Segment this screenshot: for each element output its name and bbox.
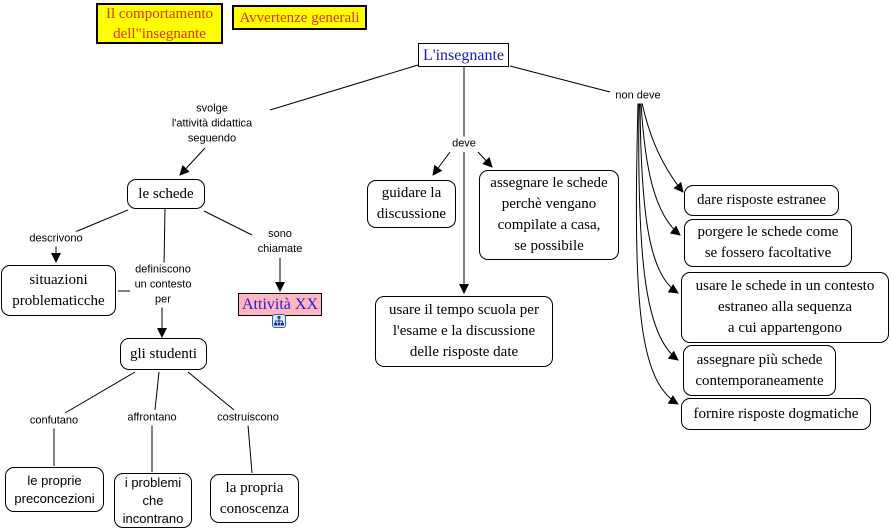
link-line [638, 102, 679, 361]
link-label-deve: deve [451, 136, 477, 152]
concept-non-deve-item[interactable]: porgere le schede come se fossero facolt… [684, 219, 852, 267]
concept-non-deve-item[interactable]: assegnare più schede contemporaneamente [683, 345, 836, 396]
link-line [179, 147, 206, 176]
link-line [477, 151, 493, 168]
link-line [269, 64, 419, 111]
link-label-definiscono: definiscono un contesto per [133, 262, 193, 308]
link-line [203, 210, 253, 236]
concept-la-propria-conoscenza[interactable]: la propria conoscenza [210, 474, 299, 523]
concept-l-insegnante[interactable]: L'insegnante [418, 43, 509, 67]
concept-non-deve-item[interactable]: usare le schede in un contesto estraneo … [681, 272, 889, 343]
link-label-sono-chiamate: sono chiamate [256, 227, 304, 257]
concept-usare-tempo-scuola[interactable]: usare il tempo scuola per l'esame e la d… [375, 296, 553, 367]
link-label-confutano: confutano [28, 413, 80, 429]
link-line [187, 371, 235, 411]
link-line [247, 424, 253, 474]
concept-attivita-xx[interactable]: Attività XX [238, 293, 322, 316]
concept-map-icon[interactable] [272, 314, 286, 328]
link-line [635, 102, 679, 405]
header-link-avvertenze[interactable]: Avvertenze generali [232, 5, 367, 30]
concept-guidare-la-discussione[interactable]: guidare la discussione [367, 180, 456, 228]
link-line [641, 102, 684, 193]
link-line [509, 65, 611, 93]
link-label-svolge: svolge l'attività didattica seguendo [170, 101, 254, 147]
link-label-descrivono: descrivono [28, 231, 84, 247]
header-link-comportamento[interactable]: Il comportamento dell"insegnante [96, 3, 223, 44]
link-line [64, 371, 136, 414]
link-label-costruiscono: costruiscono [216, 410, 280, 426]
link-label-non-deve: non deve [614, 88, 662, 104]
link-line [432, 151, 451, 176]
link-label-affrontano: affrontano [126, 410, 178, 426]
concept-le-schede[interactable]: le schede [127, 179, 205, 209]
concept-non-deve-item[interactable]: dare risposte estranee [684, 185, 839, 216]
link-line [154, 371, 160, 411]
concept-assegnare-schede-casa[interactable]: assegnare le schede perchè vengano compi… [479, 170, 619, 260]
concept-non-deve-item[interactable]: fornire risposte dogmatiche [681, 398, 871, 430]
concept-situazioni-problematicche[interactable]: situazioni problematicche [1, 265, 116, 316]
concept-gli-studenti[interactable]: gli studenti [120, 338, 207, 370]
link-line [74, 209, 129, 233]
link-line [640, 102, 681, 236]
concept-le-proprie-preconcezioni[interactable]: le proprie preconcezioni [5, 467, 104, 512]
link-line [163, 207, 166, 267]
concept-i-problemi-che-incontrano[interactable]: i problemi che incontrano [114, 473, 192, 528]
link-line [639, 102, 679, 294]
